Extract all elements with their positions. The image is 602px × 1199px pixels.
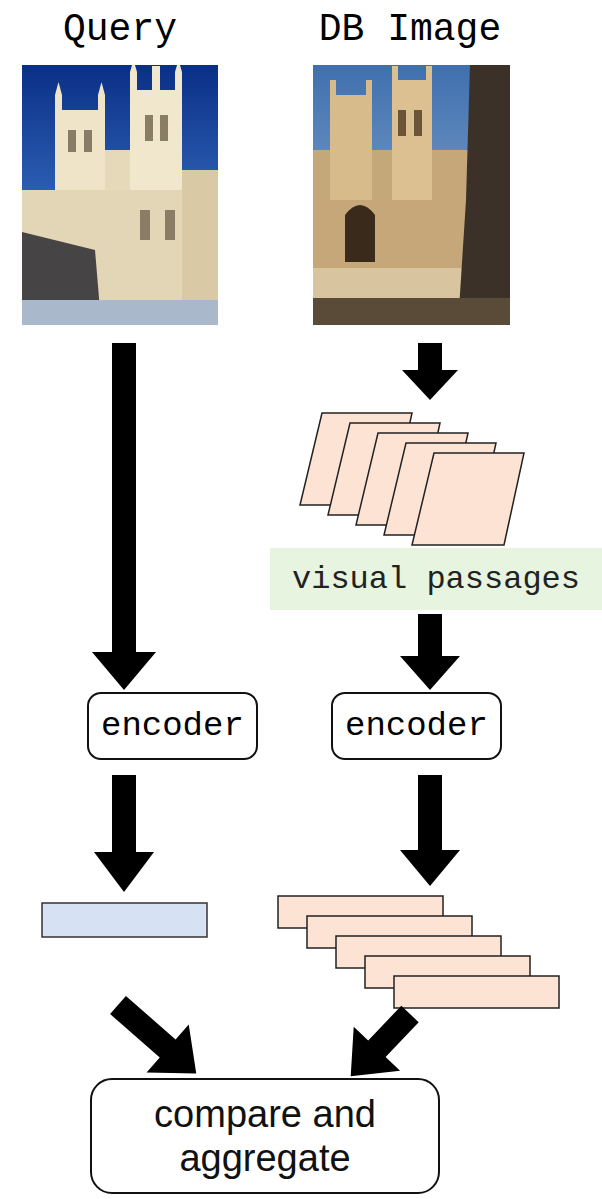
pinnacle — [55, 95, 62, 110]
encoder-box: encoder — [331, 692, 502, 760]
sky — [313, 65, 510, 325]
tower — [330, 95, 372, 200]
pinnacle — [98, 95, 105, 110]
window — [414, 110, 422, 136]
encoder-box: encoder — [87, 692, 258, 760]
node-text: compare and aggregate — [114, 1092, 416, 1180]
passage-embeddings — [278, 896, 559, 1008]
spire — [55, 82, 62, 95]
column-heading: DB Image — [319, 8, 501, 52]
ground — [22, 300, 218, 325]
pinnacle — [175, 72, 182, 90]
window — [140, 210, 150, 240]
flow-arrow — [94, 775, 154, 892]
pinnacle — [366, 80, 372, 95]
pinnacle — [426, 66, 432, 80]
flow-arrow — [400, 614, 460, 690]
shadow — [22, 232, 100, 310]
column-heading: Query — [63, 8, 177, 52]
flow-arrow — [402, 343, 458, 400]
flow-arrow — [400, 775, 460, 886]
window — [84, 130, 92, 152]
terrace — [313, 268, 463, 298]
node-text: encoder — [345, 704, 488, 748]
visual-passage — [412, 453, 524, 545]
flow-arrow — [92, 343, 156, 690]
window — [160, 115, 168, 141]
tower — [55, 110, 105, 190]
label-band: visual passages — [270, 548, 602, 610]
window — [165, 210, 175, 240]
doorway — [345, 205, 375, 262]
query-photo — [22, 65, 218, 325]
spire — [98, 82, 105, 95]
window — [398, 110, 406, 136]
building — [105, 150, 130, 190]
spire — [130, 65, 137, 72]
window — [68, 130, 76, 152]
passage-embedding — [394, 976, 559, 1008]
process-box: compare and aggregate — [90, 1078, 440, 1194]
window — [145, 115, 153, 141]
building — [182, 170, 218, 310]
passage-stack — [300, 413, 524, 545]
db-photo — [313, 65, 510, 325]
tower — [392, 80, 432, 200]
node-text: encoder — [101, 704, 244, 748]
shadow — [458, 65, 510, 325]
pinnacle — [392, 66, 398, 80]
pinnacle — [152, 66, 160, 90]
spire — [175, 65, 182, 72]
tower — [130, 90, 182, 190]
pinnacle — [330, 80, 336, 95]
node-text: visual passages — [292, 561, 580, 598]
pinnacle — [130, 72, 137, 90]
sky — [22, 65, 218, 325]
query-embedding — [42, 903, 207, 937]
shadow — [313, 298, 510, 325]
